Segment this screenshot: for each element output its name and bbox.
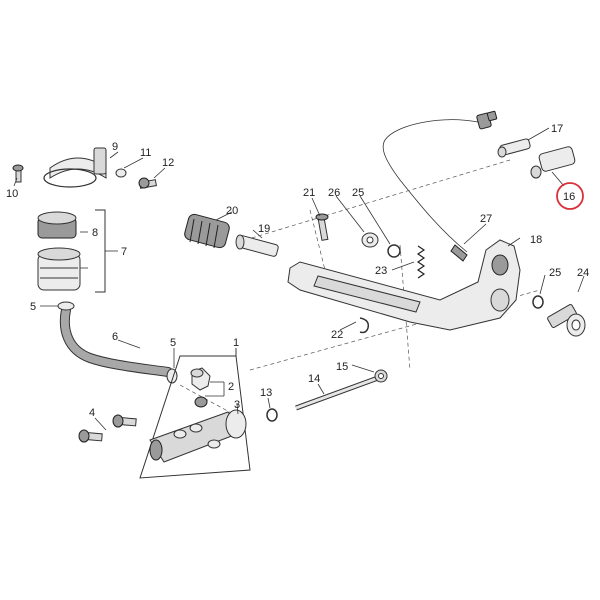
label-15: 15 bbox=[336, 361, 348, 373]
label-21: 21 bbox=[303, 187, 315, 199]
pivot-bolt-24 bbox=[547, 304, 586, 337]
label-3: 3 bbox=[234, 399, 240, 411]
part-labels: 1 2 3 4 5 5 6 7 8 9 10 11 12 13 14 15 16… bbox=[6, 123, 589, 419]
label-24: 24 bbox=[577, 267, 589, 279]
brake-pedal-lever bbox=[287, 239, 521, 331]
label-1: 1 bbox=[233, 337, 239, 349]
bolt-4-lower bbox=[78, 429, 103, 443]
screw-21 bbox=[315, 213, 329, 241]
label-8: 8 bbox=[92, 227, 98, 239]
label-11: 11 bbox=[140, 147, 151, 159]
washer-26 bbox=[361, 232, 379, 248]
fitting-2 bbox=[190, 367, 225, 397]
label-4: 4 bbox=[89, 407, 95, 419]
pedal-rubber-20 bbox=[184, 213, 230, 249]
highlight-circle-16 bbox=[556, 182, 584, 210]
hose-6 bbox=[59, 305, 173, 377]
ring-13 bbox=[266, 408, 278, 422]
label-10: 10 bbox=[6, 188, 18, 200]
label-18: 18 bbox=[530, 234, 542, 246]
reservoir-bracket-9 bbox=[43, 147, 107, 188]
label-26: 26 bbox=[328, 187, 340, 199]
label-2: 2 bbox=[228, 381, 234, 393]
label-17: 17 bbox=[551, 123, 563, 135]
label-14: 14 bbox=[308, 373, 320, 385]
master-cylinder-3 bbox=[149, 409, 247, 463]
label-16: 16 bbox=[563, 191, 575, 203]
clip-17 bbox=[497, 138, 531, 158]
label-20: 20 bbox=[226, 205, 238, 217]
label-9: 9 bbox=[112, 141, 118, 153]
reservoir-bracket-7 bbox=[95, 209, 118, 293]
pin-16 bbox=[530, 146, 576, 179]
label-25-upper: 25 bbox=[352, 187, 364, 199]
label-5-upper: 5 bbox=[30, 301, 36, 313]
reservoir-cap-8 bbox=[37, 211, 77, 239]
label-25-lower: 25 bbox=[549, 267, 561, 279]
label-23: 23 bbox=[375, 265, 387, 277]
reservoir-body bbox=[37, 247, 81, 291]
label-22: 22 bbox=[331, 329, 343, 341]
pedal-pin-19 bbox=[235, 234, 279, 257]
rod-14 bbox=[295, 375, 379, 411]
label-19: 19 bbox=[258, 223, 270, 235]
spring-23 bbox=[416, 245, 426, 279]
bolt-4-upper bbox=[112, 414, 137, 428]
label-13: 13 bbox=[260, 387, 272, 399]
screw-10 bbox=[12, 164, 24, 183]
label-27: 27 bbox=[480, 213, 492, 225]
label-12: 12 bbox=[162, 157, 174, 169]
spring-small bbox=[194, 396, 208, 408]
leader-lines bbox=[13, 127, 585, 431]
oring-25-lower bbox=[532, 295, 544, 309]
label-7: 7 bbox=[121, 246, 127, 258]
switch-cable bbox=[382, 110, 498, 262]
clip-22 bbox=[359, 317, 370, 334]
oring-25-upper bbox=[387, 244, 401, 258]
nut-15 bbox=[374, 369, 388, 383]
screw-12 bbox=[138, 177, 157, 189]
hose-clamp-5-upper bbox=[57, 301, 75, 311]
washer-11 bbox=[115, 168, 127, 178]
label-5-lower: 5 bbox=[170, 337, 176, 349]
label-6: 6 bbox=[112, 331, 118, 343]
assembly-guide-lines bbox=[179, 159, 541, 416]
